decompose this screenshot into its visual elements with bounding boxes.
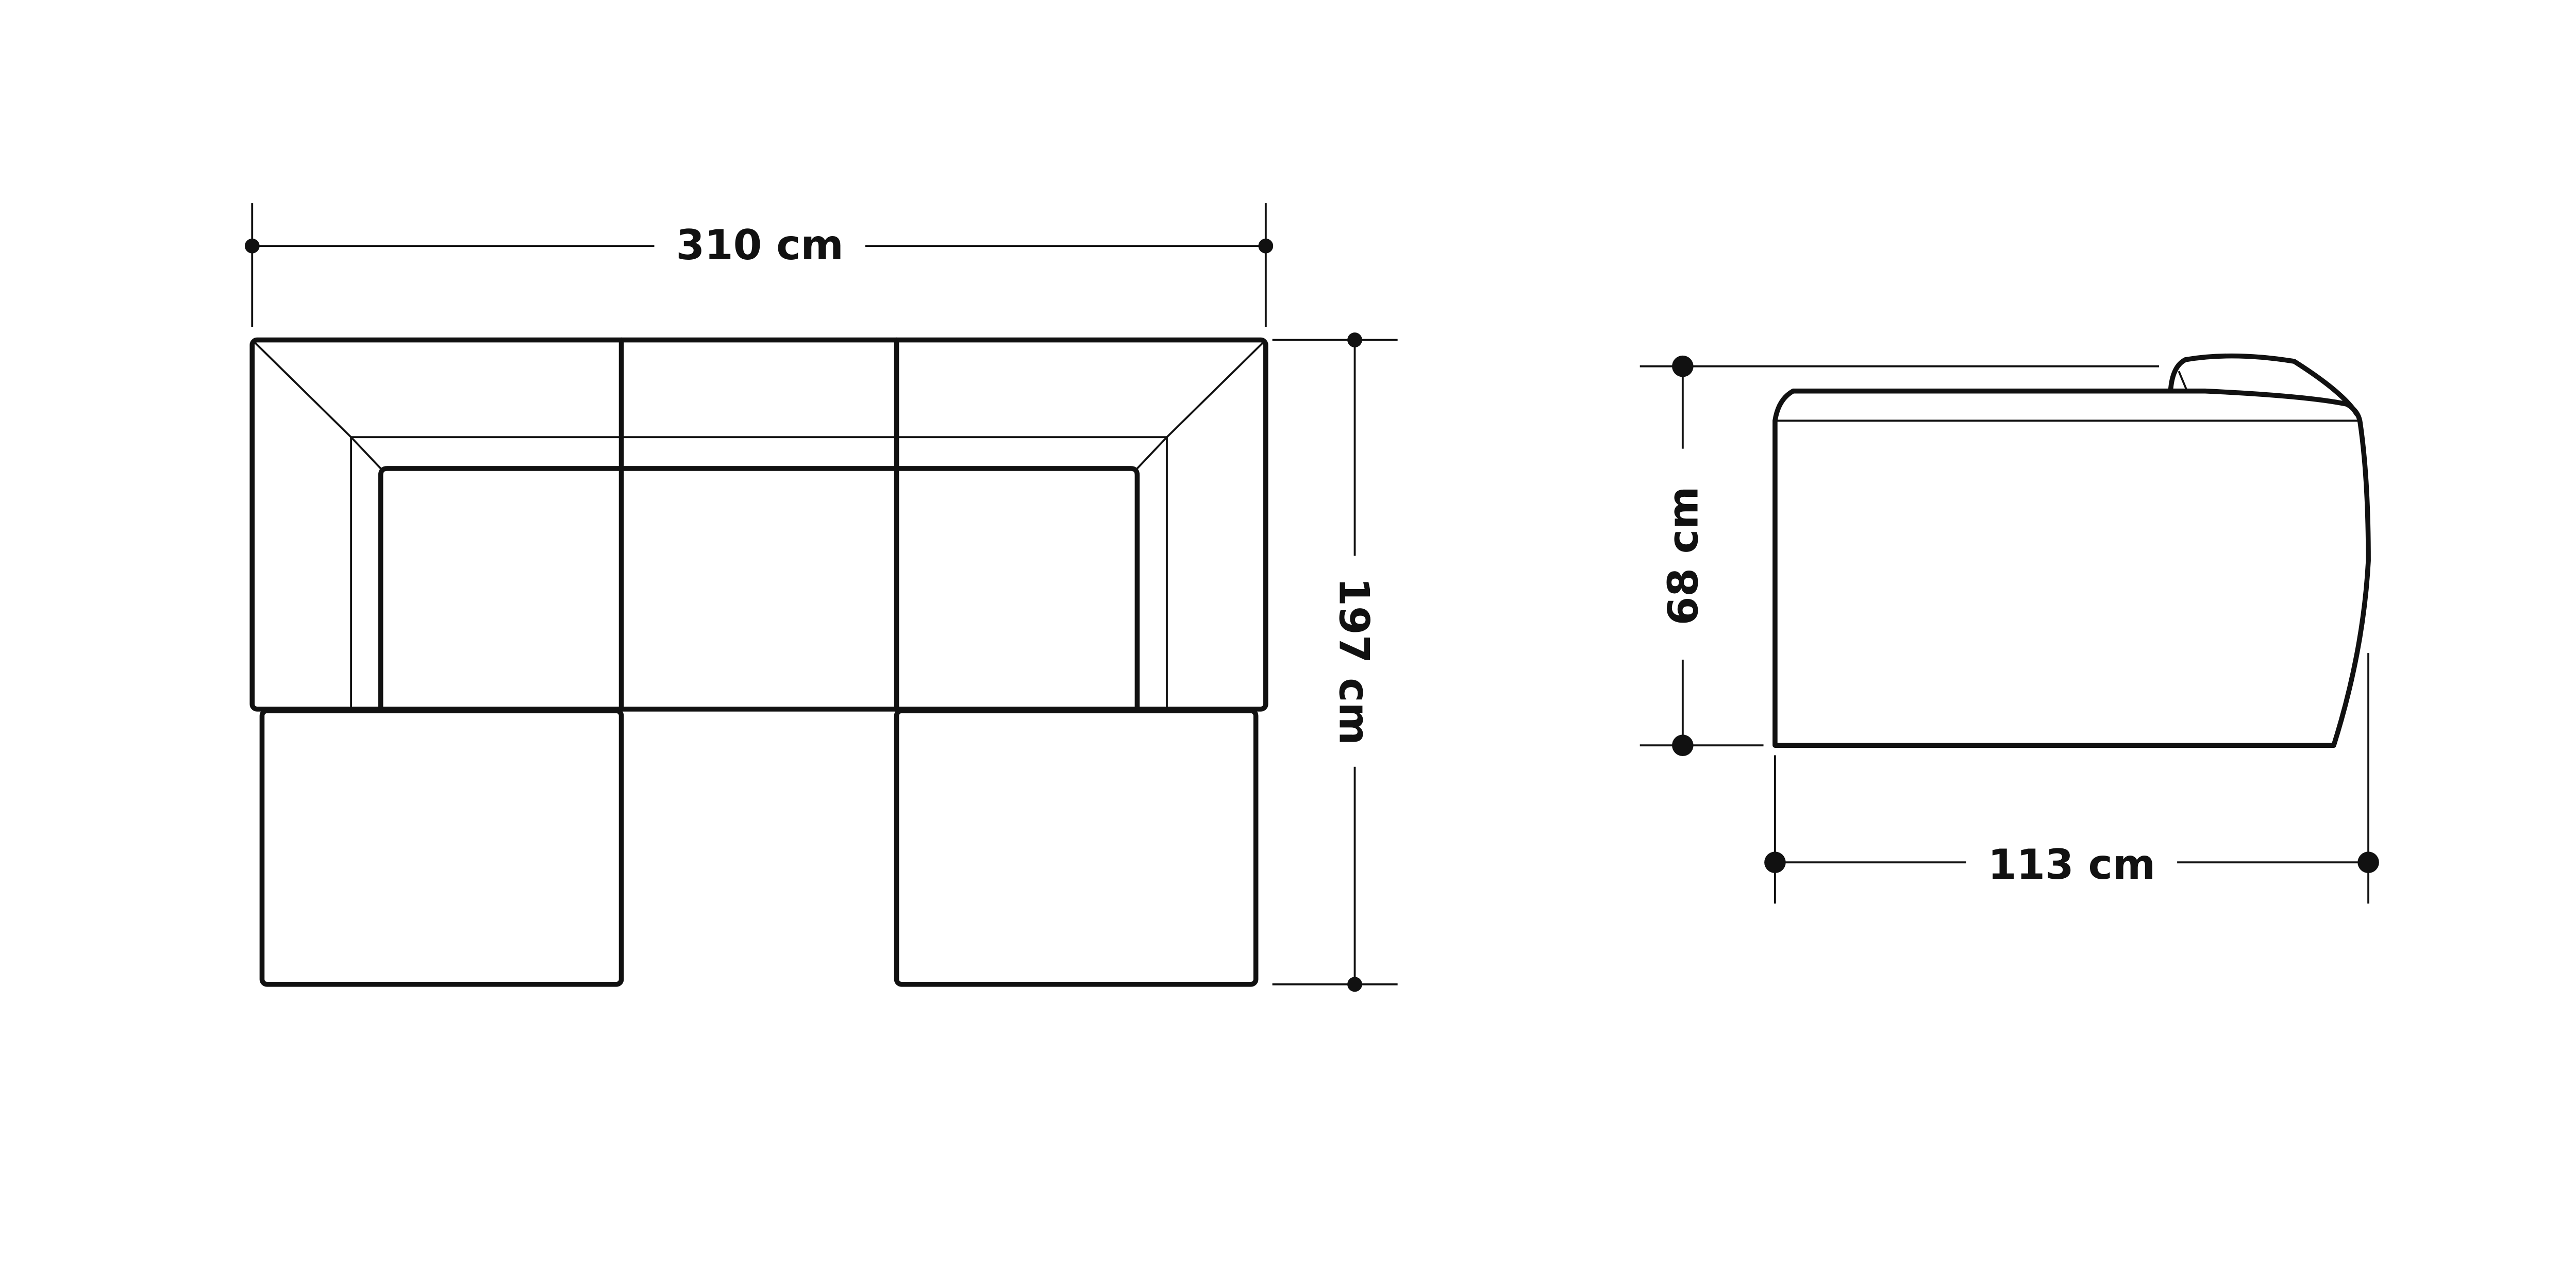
depth-dimension: 197 cm <box>1272 332 1398 992</box>
backrest-bevel-lines <box>251 339 1267 709</box>
chaise-right <box>894 708 1259 987</box>
depth-label: 197 cm <box>1330 577 1378 745</box>
backrest-frame <box>249 337 1268 712</box>
width-dimension: 310 cm <box>244 203 1274 327</box>
side-depth-label: 113 cm <box>1988 841 2155 889</box>
top-view: 310 cm 197 cm <box>244 203 1398 992</box>
back-cushion <box>2168 353 2360 417</box>
width-label: 310 cm <box>676 221 843 269</box>
seat-outline <box>378 466 1140 712</box>
cushion-crease <box>2178 371 2188 392</box>
chaise-left <box>259 708 624 987</box>
sofa-side-body <box>1772 388 2371 748</box>
side-view: 68 cm 113 cm <box>1640 353 2379 904</box>
side-depth-dimension: 113 cm <box>1764 653 2379 904</box>
height-dimension: 68 cm <box>1640 355 2159 756</box>
height-label: 68 cm <box>1660 487 1708 626</box>
